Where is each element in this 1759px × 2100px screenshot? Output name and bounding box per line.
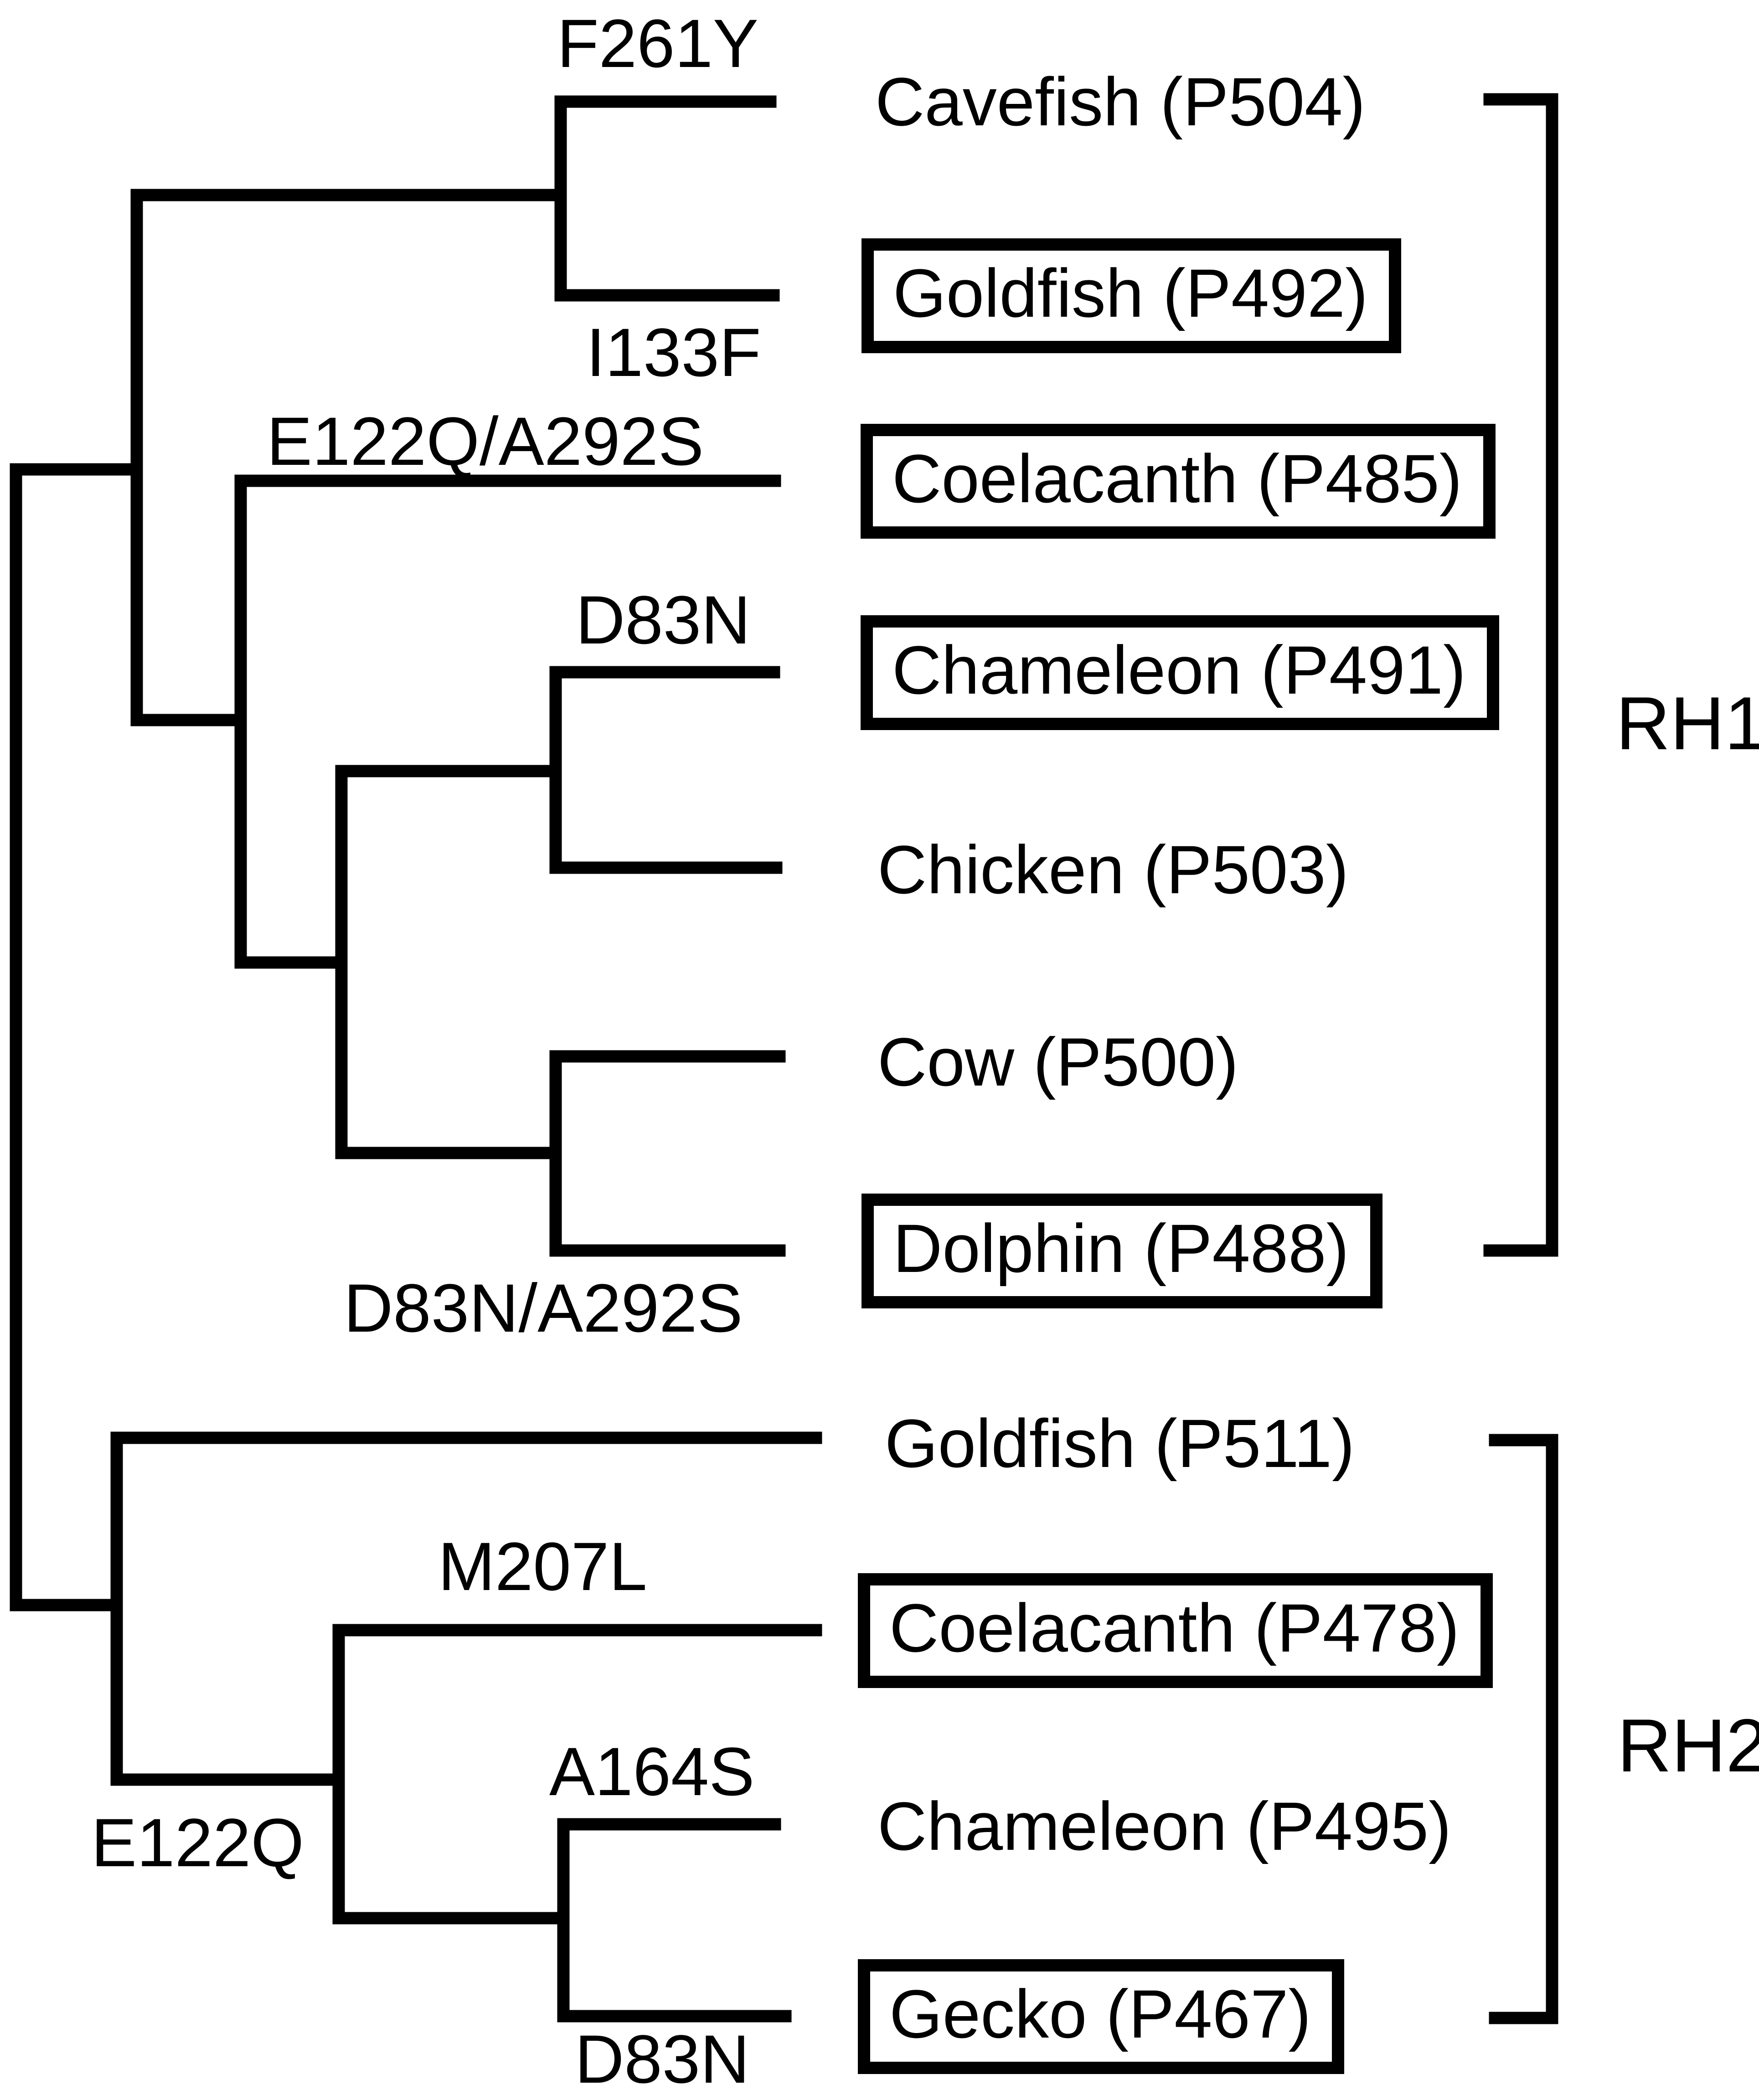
branch-label-e122q-a292s: E122Q/A292S xyxy=(267,403,704,479)
taxon-box-goldfish-p492: Goldfish (P492) xyxy=(861,238,1402,353)
branch-label-e122q: E122Q xyxy=(91,1804,304,1881)
taxon-box-dolphin-p488: Dolphin (P488) xyxy=(861,1194,1382,1308)
taxon-box-coelacanth-p485: Coelacanth (P485) xyxy=(861,424,1496,539)
branch-label-d83n-a292s: D83N/A292S xyxy=(344,1270,743,1346)
taxon-label-chameleon-p495: Chameleon (P495) xyxy=(877,1788,1452,1864)
branch-label-d83n-rh2: D83N xyxy=(575,2021,750,2097)
taxon-box-chameleon-p491: Chameleon (P491) xyxy=(861,615,1500,730)
branch-label-i133f: I133F xyxy=(586,314,761,391)
taxon-box-coelacanth-p478: Coelacanth (P478) xyxy=(858,1573,1493,1688)
branch-label-m207l: M207L xyxy=(438,1528,647,1605)
taxon-box-gecko-p467: Gecko (P467) xyxy=(858,1959,1345,2074)
taxon-label-cavefish-p504: Cavefish (P504) xyxy=(875,63,1366,140)
taxon-label-goldfish-p511: Goldfish (P511) xyxy=(885,1405,1355,1482)
taxon-label-chicken-p503: Chicken (P503) xyxy=(877,831,1349,908)
taxon-label-cow-p500: Cow (P500) xyxy=(877,1024,1238,1100)
group-label-rh1: RH1 xyxy=(1616,681,1759,765)
branch-label-a164s: A164S xyxy=(549,1733,755,1810)
group-label-rh2: RH2 xyxy=(1617,1704,1759,1787)
branch-label-d83n-rh1: D83N xyxy=(576,582,751,658)
branch-label-f261y: F261Y xyxy=(557,5,758,82)
